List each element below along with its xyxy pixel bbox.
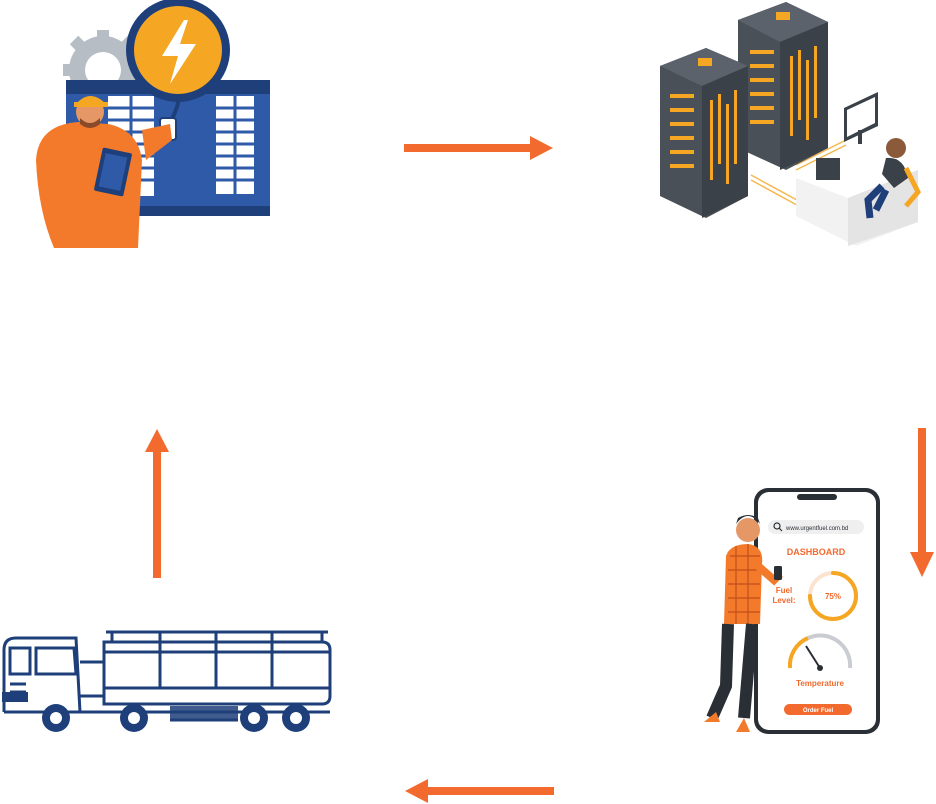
- temperature-gauge: [787, 633, 853, 671]
- fuel-tanker-truck-icon: [2, 630, 332, 732]
- dashboard-title: DASHBOARD: [787, 547, 846, 557]
- order-fuel-button[interactable]: Order Fuel: [784, 704, 852, 715]
- monitor-icon: [844, 92, 878, 144]
- server-rack-tall: [738, 2, 828, 170]
- fuel-label-line1: Fuel: [776, 586, 792, 595]
- wheels: [42, 704, 310, 732]
- server-rack-front: [660, 48, 748, 218]
- fuel-label-line2: Level:: [772, 596, 795, 605]
- url-text: www.urgentfuel.com.bd: [785, 526, 848, 532]
- search-icon: [773, 522, 783, 532]
- fuel-level-gauge: 75%: [808, 571, 858, 621]
- order-fuel-label: Order Fuel: [803, 708, 834, 714]
- arrow-down-icon: [910, 428, 934, 577]
- arrow-right-icon: [404, 136, 553, 160]
- mobile-dashboard-icon: www.urgentfuel.com.bd DASHBOARD Fuel Lev…: [704, 488, 880, 734]
- worker-figure: [36, 96, 172, 248]
- lightning-icon: [126, 0, 230, 102]
- server-workstation-icon: [660, 2, 921, 246]
- arrow-left-icon: [405, 779, 554, 803]
- url-bar[interactable]: [768, 520, 864, 534]
- arrow-up-icon: [145, 429, 169, 578]
- temperature-label: Temperature: [796, 679, 844, 688]
- customer-figure: [704, 515, 783, 732]
- operator-figure: [864, 138, 921, 219]
- generator-worker-icon: [36, 0, 270, 248]
- fuel-level-value: 75%: [825, 592, 841, 601]
